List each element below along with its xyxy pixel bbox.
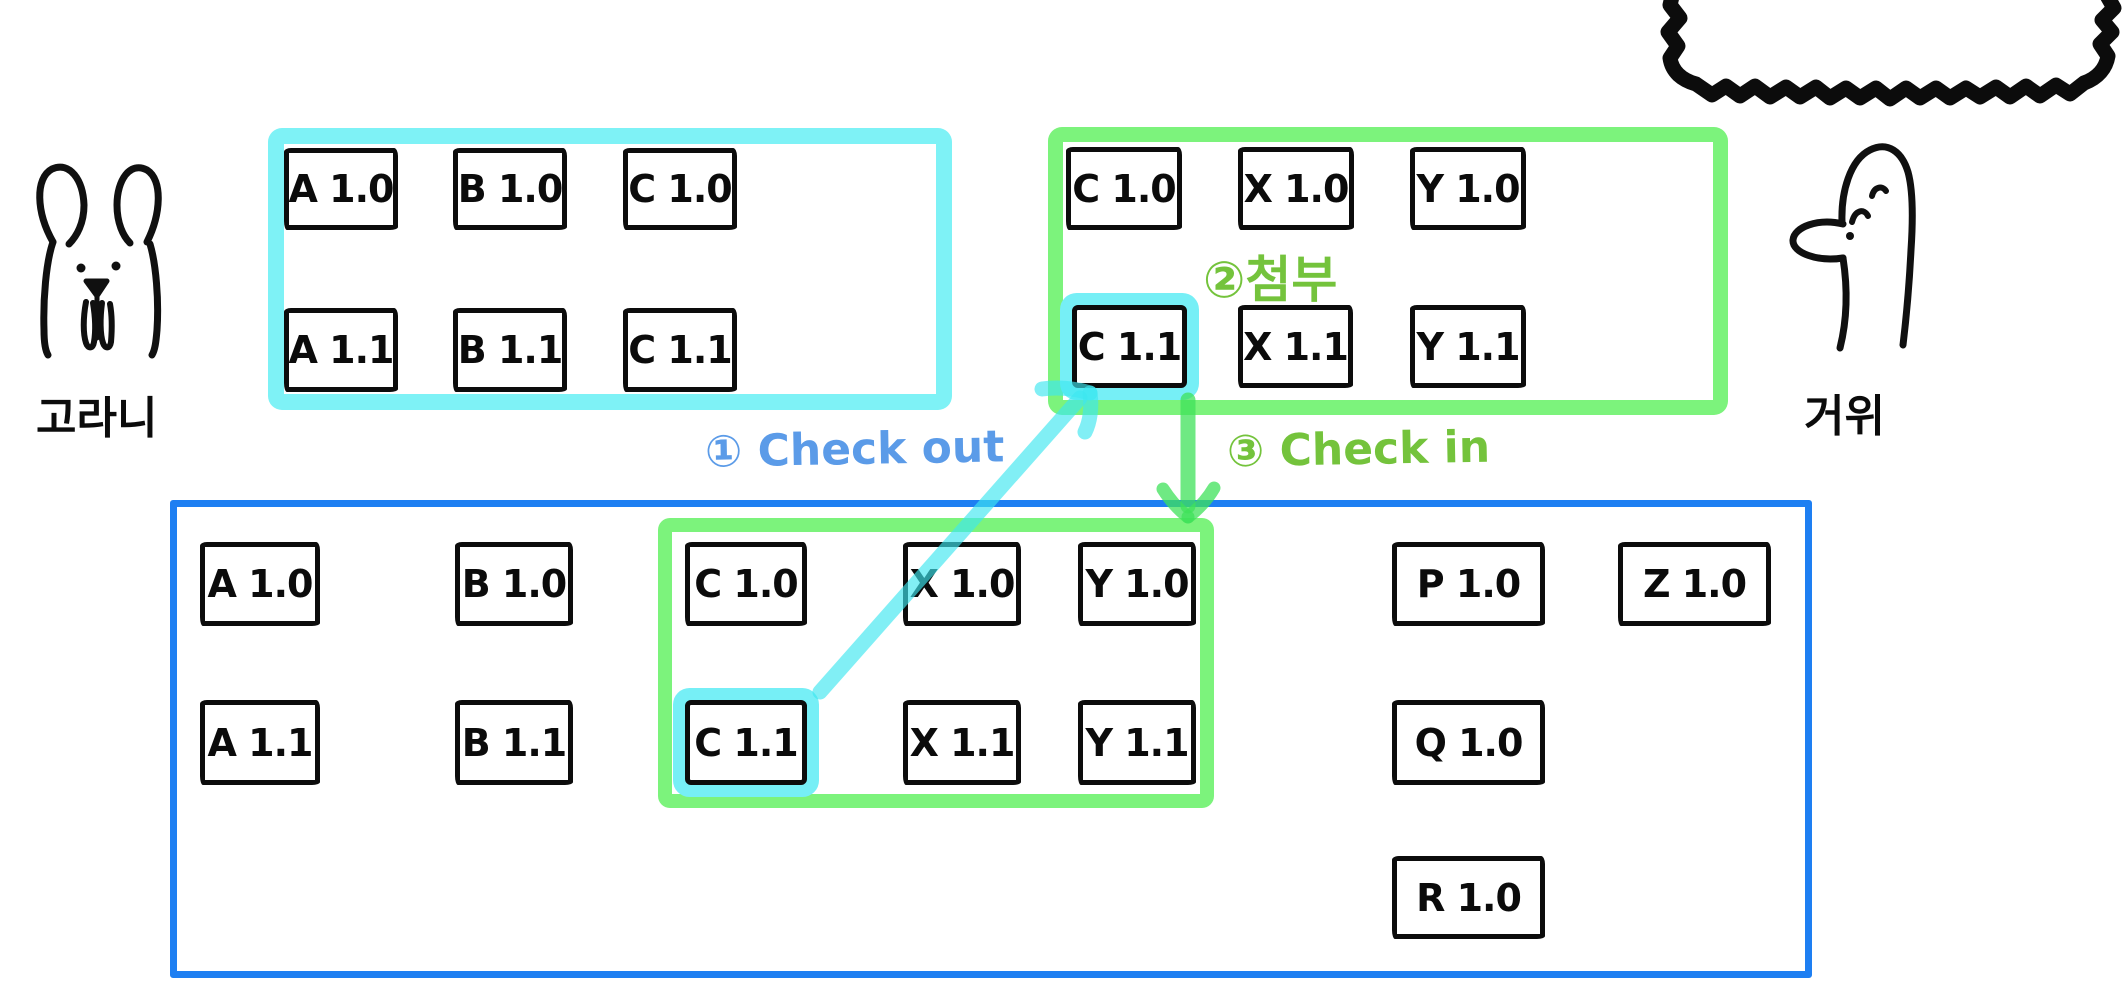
goose-neck-left <box>1836 254 1850 352</box>
repo-file-x-1-0: X 1.0 <box>903 542 1021 626</box>
gorani-face-right <box>146 240 162 359</box>
goose-label: 거위 <box>1804 391 1885 442</box>
repo-file-z-1-0: Z 1.0 <box>1618 542 1771 626</box>
repo-file-b-1-0: B 1.0 <box>455 542 573 626</box>
goose-eye <box>1846 232 1854 240</box>
ws1-file-b-1-1: B 1.1 <box>453 308 567 392</box>
attach-step-label: ②첨부 <box>1203 251 1338 309</box>
ws2-file-c-1-1-highlighted: C 1.1 <box>1072 305 1187 388</box>
ws1-file-b-1-0: B 1.0 <box>453 148 567 230</box>
gorani-right-eye <box>111 261 121 271</box>
goose-head-and-neck <box>1838 143 1916 349</box>
repo-file-q-1-0: Q 1.0 <box>1392 700 1545 785</box>
gorani-label: 고라니 <box>36 393 158 444</box>
repo-file-y-1-0: Y 1.0 <box>1078 542 1196 626</box>
ws2-file-x-1-0: X 1.0 <box>1238 147 1354 230</box>
repo-file-r-1-0: R 1.0 <box>1392 856 1545 939</box>
checkin-step-label: ③ Check in <box>1226 421 1491 478</box>
speech-bubble-text: 이것도 나쁘진 않네... <box>1700 19 2088 68</box>
ws1-file-a-1-1: A 1.1 <box>284 308 398 392</box>
repo-file-p-1-0: P 1.0 <box>1392 542 1545 626</box>
gorani-left-tusk <box>80 299 99 351</box>
gorani-left-ear <box>36 163 88 248</box>
checkout-step-label: ① Check out <box>704 421 1005 478</box>
goose-character-drawing <box>1789 143 1916 352</box>
ws2-file-y-1-1: Y 1.1 <box>1410 305 1526 388</box>
ws1-file-c-1-1: C 1.1 <box>623 308 737 392</box>
goose-eyebrow <box>1849 208 1871 225</box>
ws1-file-c-1-0: C 1.0 <box>623 148 737 230</box>
ws2-file-y-1-0: Y 1.0 <box>1410 147 1526 230</box>
repo-file-a-1-0: A 1.0 <box>200 542 320 626</box>
ws2-file-c-1-0: C 1.0 <box>1066 147 1182 230</box>
repo-file-c-1-0: C 1.0 <box>685 542 807 626</box>
goose-beak <box>1789 218 1847 263</box>
repo-file-y-1-1: Y 1.1 <box>1078 700 1196 785</box>
gorani-right-tusk <box>97 300 115 351</box>
ws1-file-a-1-0: A 1.0 <box>284 148 398 230</box>
repo-file-x-1-1: X 1.1 <box>903 700 1021 785</box>
repo-file-a-1-1: A 1.1 <box>200 700 320 785</box>
gorani-left-eye <box>76 263 86 273</box>
goose-forehead-tick <box>1869 184 1889 199</box>
repo-file-c-1-1-highlighted: C 1.1 <box>685 700 807 785</box>
gorani-nose <box>83 278 110 299</box>
ws2-file-x-1-1: X 1.1 <box>1238 305 1353 388</box>
gorani-right-ear <box>113 164 162 247</box>
gorani-character-drawing <box>36 163 162 359</box>
repo-file-b-1-1: B 1.1 <box>455 700 573 785</box>
gorani-face-left <box>40 238 57 359</box>
